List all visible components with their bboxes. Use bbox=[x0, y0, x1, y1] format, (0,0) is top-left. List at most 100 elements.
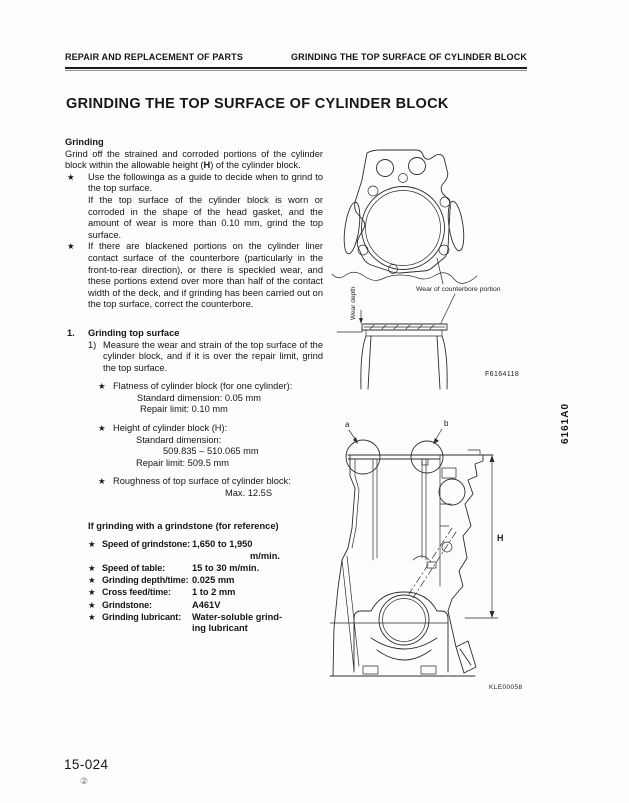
foot bbox=[362, 665, 379, 675]
table-row: ★ Grindstone: A461V bbox=[65, 600, 323, 612]
side-code: 6161A0 bbox=[560, 402, 571, 444]
text-column: Grinding Grind off the strained and corr… bbox=[65, 137, 323, 636]
table-row: ★ Speed of grindstone: 1,650 to 1,950 m/… bbox=[65, 539, 323, 562]
h-dimension-line bbox=[464, 457, 499, 619]
cylinder-walls bbox=[372, 458, 427, 561]
small-boss-circle bbox=[441, 541, 453, 553]
bearing-bore-outer bbox=[378, 594, 430, 646]
intro-bold-h: H bbox=[203, 160, 211, 171]
kidney-cutout-right bbox=[447, 200, 465, 252]
star-icon: ★ bbox=[88, 563, 96, 573]
header-left-text: REPAIR AND REPLACEMENT OF PARTS bbox=[65, 52, 243, 62]
page-number: 15-024 bbox=[64, 757, 109, 772]
row-value: A461V bbox=[192, 599, 221, 610]
wear-depth-label: Wear depth bbox=[350, 286, 357, 320]
bearing-housing bbox=[353, 591, 449, 673]
star-icon: ★ bbox=[88, 587, 96, 598]
leader-line bbox=[440, 293, 456, 324]
foot bbox=[420, 665, 437, 675]
row-label: Grindstone: bbox=[102, 599, 152, 610]
left-ribs bbox=[341, 458, 360, 671]
block-right-contour bbox=[447, 454, 484, 612]
row-label: Speed of grindstone: bbox=[102, 539, 191, 550]
running-header: REPAIR AND REPLACEMENT OF PARTS GRINDING… bbox=[65, 52, 527, 62]
section-title: Grinding top surface bbox=[88, 327, 180, 338]
table-row: ★ Grinding depth/time: 0.025 mm bbox=[65, 575, 323, 587]
star-icon: ★ bbox=[67, 171, 75, 182]
arrowhead bbox=[353, 437, 358, 444]
bolt-hole bbox=[376, 159, 394, 177]
arrowhead bbox=[433, 438, 439, 444]
right-details bbox=[439, 449, 481, 527]
arrowhead bbox=[359, 318, 363, 324]
bolt-hole bbox=[438, 244, 450, 256]
grindstone-heading: If grinding with a grindstone (for refer… bbox=[88, 520, 279, 531]
bullet-guide: ★ Use the followinga as a guide to decid… bbox=[65, 172, 323, 242]
spec-height-label: Height of cylinder block (H): bbox=[113, 423, 228, 434]
grindstone-table: ★ Speed of grindstone: 1,650 to 1,950 m/… bbox=[65, 539, 323, 635]
spec-roughness-label: Roughness of top surface of cylinder blo… bbox=[113, 476, 291, 487]
gasket-outline bbox=[354, 149, 451, 274]
row-label: Grinding depth/time: bbox=[102, 575, 189, 586]
grinding-intro: Grind off the strained and corroded port… bbox=[65, 149, 323, 172]
bolt-hole bbox=[408, 157, 426, 175]
boss-circle bbox=[438, 478, 466, 506]
spec-flatness-repair: Repair limit: 0.10 mm bbox=[140, 404, 228, 415]
liner-flange bbox=[361, 323, 448, 331]
page-title: GRINDING THE TOP SURFACE OF CYLINDER BLO… bbox=[66, 96, 449, 112]
kidney-cutout-left bbox=[343, 201, 361, 255]
deck-ledge bbox=[336, 327, 363, 333]
row-value-unit: m/min. bbox=[250, 550, 280, 561]
star-icon: ★ bbox=[67, 241, 75, 252]
row-value-cont: ing lubricant bbox=[192, 623, 248, 634]
spec-height-range: 509.835 – 510.065 mm bbox=[163, 446, 259, 457]
bore-inner-circle bbox=[365, 190, 441, 266]
row-label: Grinding lubricant: bbox=[102, 611, 182, 622]
row-value: 0.025 mm bbox=[192, 575, 235, 586]
gasket-figure: Wear of counterbore portion Wear depth F… bbox=[331, 149, 519, 390]
row-value: 15 to 30 m/min. bbox=[192, 563, 260, 573]
spec-flatness-standard: Standard dimension: 0.05 mm bbox=[137, 392, 262, 403]
star-icon: ★ bbox=[98, 476, 106, 487]
liner-neck bbox=[365, 329, 443, 337]
table-row: ★ Cross feed/time: 1 to 2 mm bbox=[65, 587, 323, 599]
callout-circle-a bbox=[345, 439, 381, 475]
bolt-hole bbox=[398, 173, 408, 183]
spec-roughness-value: Max. 12.5S bbox=[225, 488, 273, 499]
leader-line bbox=[436, 257, 444, 285]
spec-height: ★ Height of cylinder block (H): Standard… bbox=[65, 423, 323, 469]
bullet-guide-line1: Use the followinga as a guide to decide … bbox=[88, 171, 323, 194]
bolt-hole bbox=[367, 185, 379, 197]
spec-roughness: ★ Roughness of top surface of cylinder b… bbox=[65, 476, 323, 499]
step-text: Measure the wear and strain of the top s… bbox=[103, 339, 323, 373]
revision-mark-icon: ② bbox=[80, 776, 89, 786]
star-icon: ★ bbox=[88, 599, 96, 610]
intro-pre: Grind off the strained and corroded port… bbox=[65, 148, 323, 171]
figure-code: F6164118 bbox=[485, 371, 519, 378]
bullet-guide-line2: If the top surface of the cylinder block… bbox=[88, 194, 323, 240]
counterbore-label: Wear of counterbore portion bbox=[416, 286, 501, 293]
step-1: 1) Measure the wear and strain of the to… bbox=[65, 340, 323, 375]
callout-a-label: a bbox=[345, 420, 350, 429]
header-right-text: GRINDING THE TOP SURFACE OF CYLINDER BLO… bbox=[291, 52, 527, 62]
arrowhead bbox=[489, 455, 495, 462]
row-value: 1,650 to 1,950 bbox=[192, 539, 253, 550]
bolt-hole bbox=[357, 244, 369, 256]
flange-hatch bbox=[363, 324, 446, 330]
callout-b-label: b bbox=[444, 419, 449, 428]
bolt-hole bbox=[388, 264, 398, 274]
section-number: 1. bbox=[67, 327, 75, 338]
intro-post: ) of the cylinder block. bbox=[210, 160, 301, 171]
callout-circle-b bbox=[410, 440, 444, 474]
step-number: 1) bbox=[88, 339, 97, 350]
section-1-heading: 1. Grinding top surface bbox=[65, 328, 323, 340]
spec-height-repair: Repair limit: 509.5 mm bbox=[136, 457, 229, 468]
bullet-counterbore-text: If there are blackened portions on the c… bbox=[88, 241, 323, 310]
row-value: Water-soluble grind- bbox=[192, 611, 283, 622]
star-icon: ★ bbox=[88, 575, 96, 586]
row-value: 1 to 2 mm bbox=[192, 587, 236, 598]
row-label: Speed of table: bbox=[102, 563, 166, 573]
deck-line bbox=[347, 454, 494, 460]
spec-flatness-label: Flatness of cylinder block (for one cyli… bbox=[113, 381, 293, 392]
